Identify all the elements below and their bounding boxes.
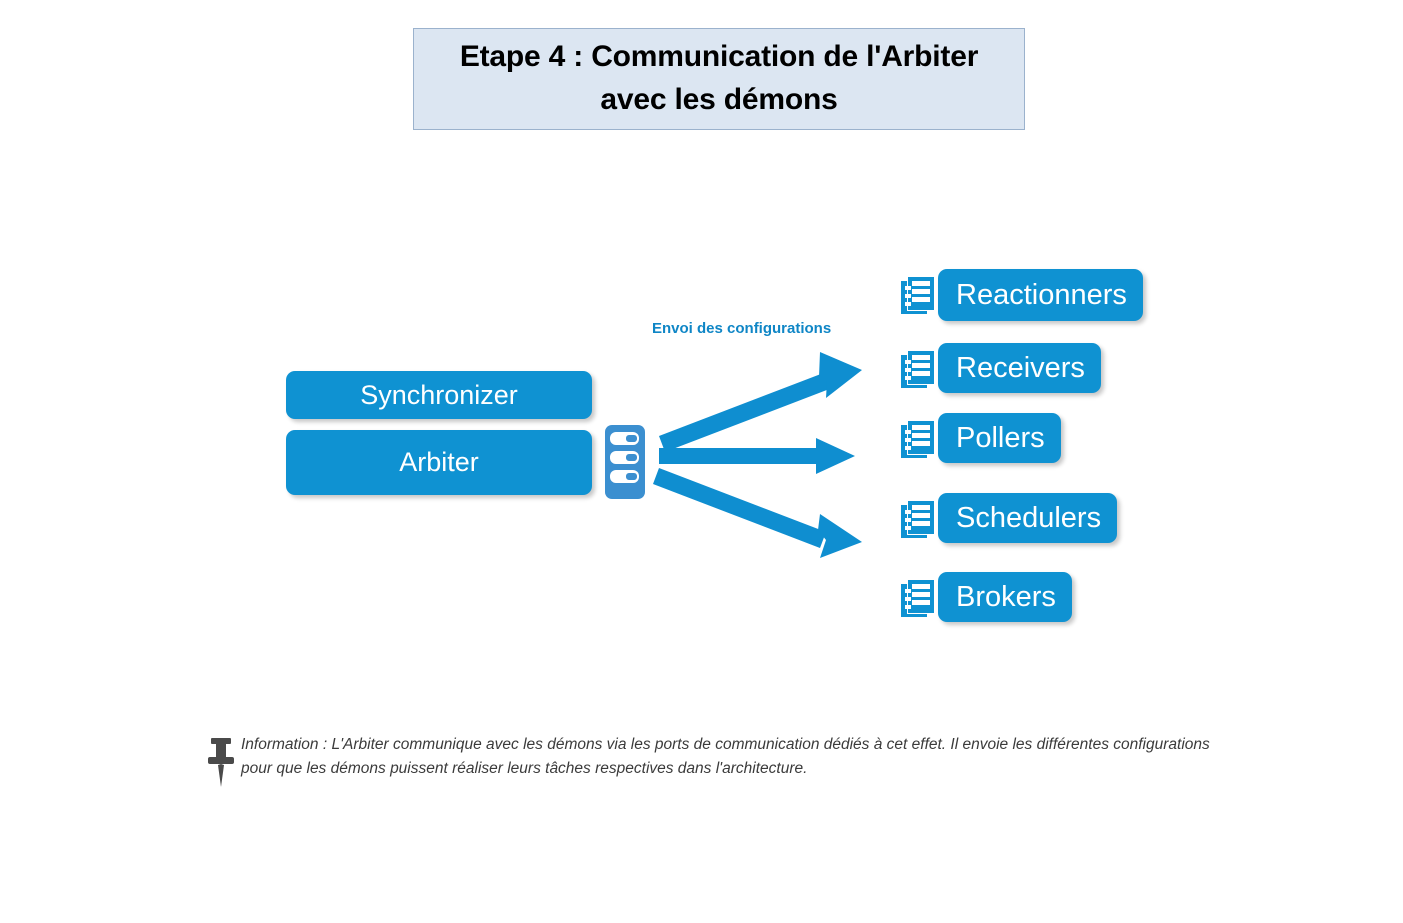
node-brokers[interactable]: Brokers bbox=[938, 572, 1072, 622]
arrow-down-right bbox=[653, 468, 862, 558]
node-pollers[interactable]: Pollers bbox=[938, 413, 1061, 463]
node-arbiter-label: Arbiter bbox=[399, 447, 479, 477]
stacked-servers-icon bbox=[900, 576, 942, 620]
node-receivers-label: Receivers bbox=[956, 351, 1085, 384]
page-title: Etape 4 : Communication de l'Arbiter ave… bbox=[459, 40, 979, 116]
node-reactionners[interactable]: Reactionners bbox=[938, 269, 1143, 321]
arrow-up-right bbox=[659, 352, 862, 452]
node-arbiter[interactable]: Arbiter bbox=[286, 430, 592, 495]
server-icon bbox=[604, 424, 646, 500]
stacked-servers-icon bbox=[900, 273, 942, 317]
node-pollers-label: Pollers bbox=[956, 421, 1045, 454]
node-synchronizer-label: Synchronizer bbox=[360, 379, 518, 410]
slide-title-box: Etape 4 : Communication de l'Arbiter ave… bbox=[413, 28, 1025, 130]
stacked-servers-icon bbox=[900, 347, 942, 391]
node-receivers[interactable]: Receivers bbox=[938, 343, 1101, 393]
flow-label: Envoi des configurations bbox=[652, 320, 832, 337]
arrow-group bbox=[653, 352, 862, 558]
node-schedulers[interactable]: Schedulers bbox=[938, 493, 1118, 543]
node-schedulers-label: Schedulers bbox=[956, 501, 1102, 534]
information-note-text: Information : L'Arbiter communique avec … bbox=[241, 736, 1210, 778]
node-synchronizer[interactable]: Synchronizer bbox=[286, 371, 592, 419]
pushpin-icon bbox=[208, 738, 234, 787]
information-note: Information : L'Arbiter communique avec … bbox=[205, 733, 1215, 791]
stacked-servers-icon bbox=[900, 417, 942, 461]
arrow-right bbox=[659, 438, 855, 474]
node-brokers-label: Brokers bbox=[956, 580, 1056, 613]
node-reactionners-label: Reactionners bbox=[956, 278, 1127, 311]
stacked-servers-icon bbox=[900, 497, 942, 541]
